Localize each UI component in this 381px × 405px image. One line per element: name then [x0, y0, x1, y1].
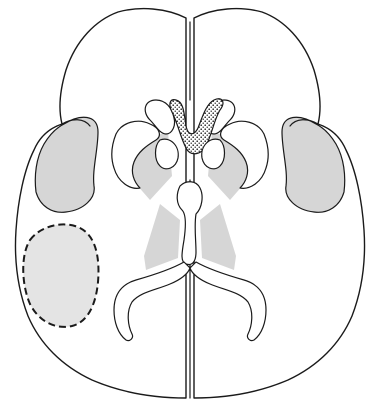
right-hemisphere: [194, 9, 365, 398]
left-anterior-limb: [156, 139, 179, 169]
right-anterior-limb: [202, 139, 225, 169]
left-hemisphere: [16, 9, 187, 398]
right-insula: [282, 117, 345, 212]
left-insula: [35, 117, 98, 212]
lesion-dashed-outline: [23, 224, 98, 326]
